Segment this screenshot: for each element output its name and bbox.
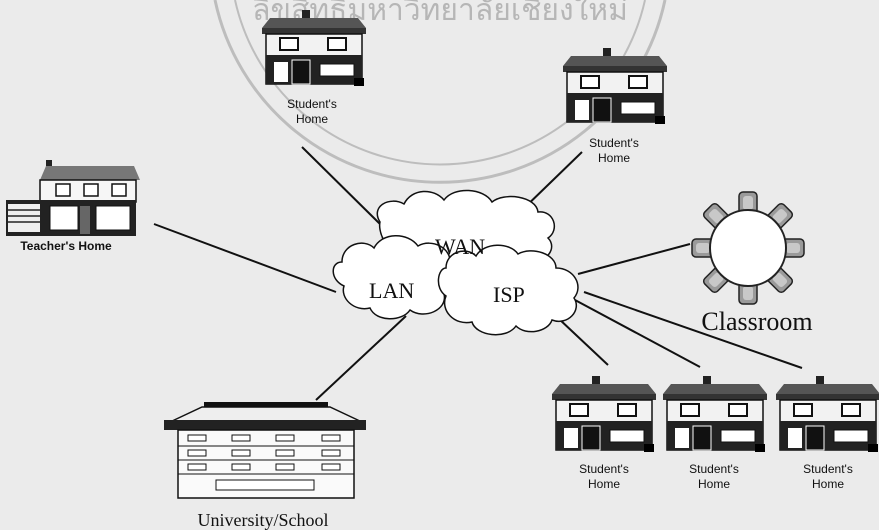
school-building-icon xyxy=(164,402,366,499)
label-university: University/School xyxy=(198,510,329,530)
link-teacher xyxy=(153,223,337,293)
house-icon xyxy=(6,160,140,236)
label-teacher-home: Teacher's Home xyxy=(20,239,112,253)
link-bottom-student-1 xyxy=(557,317,609,366)
house-icon xyxy=(775,375,879,453)
lan-label: LAN xyxy=(369,278,414,303)
label-classroom: Classroom xyxy=(701,307,812,336)
house-icon xyxy=(662,375,768,453)
label-line-1: Student's xyxy=(287,97,337,111)
house-icon xyxy=(562,47,668,125)
isp-label: ISP xyxy=(493,282,525,307)
link-top-student xyxy=(301,146,381,225)
link-bottom-student-2 xyxy=(574,299,701,368)
house-icon xyxy=(261,9,367,87)
round-table-icon xyxy=(691,191,805,305)
connection-lines xyxy=(153,146,803,401)
isp-cloud xyxy=(437,244,579,336)
house-icon xyxy=(551,375,657,453)
link-classroom xyxy=(577,243,691,275)
wan-label: WAN xyxy=(435,234,485,259)
cloud-icon xyxy=(332,189,579,336)
link-bottom-student-3 xyxy=(583,291,803,369)
link-university xyxy=(315,315,407,401)
